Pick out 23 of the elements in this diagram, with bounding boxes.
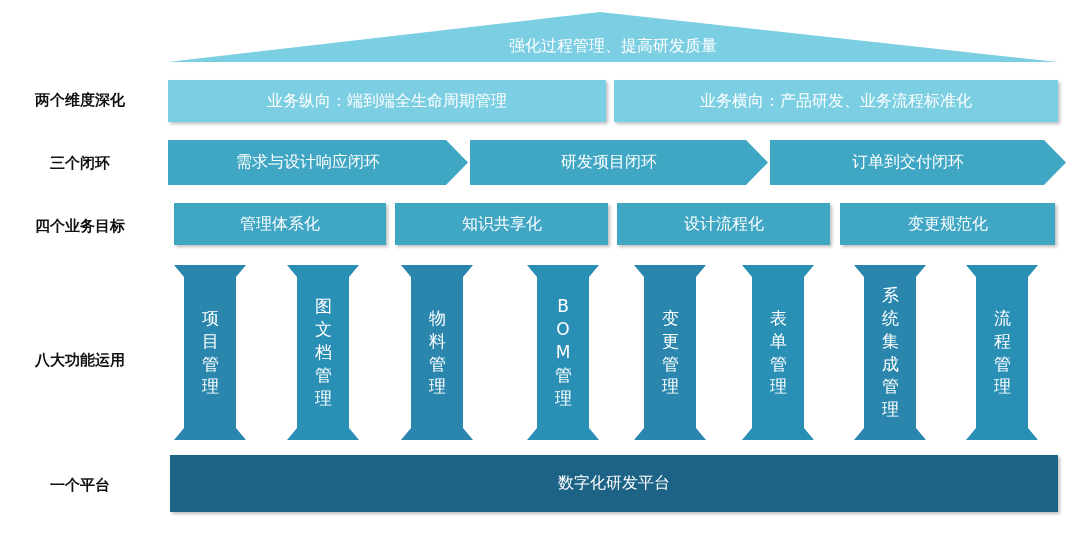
row-heading: 四个业务目标 (35, 216, 125, 236)
banner-bar: 业务纵向：端到端全生命周期管理 (168, 80, 606, 122)
row-heading: 一个平台 (50, 475, 110, 495)
pillar: 流程管理 (966, 265, 1038, 440)
pillar: 变更管理 (634, 265, 706, 440)
goal-box: 设计流程化 (617, 203, 830, 245)
pillar: 图文档管理 (287, 265, 359, 440)
row-heading: 三个闭环 (50, 153, 110, 173)
goal-box: 知识共享化 (395, 203, 608, 245)
goal-box: 变更规范化 (840, 203, 1055, 245)
stage-band: 订单到交付闭环 (770, 140, 1066, 185)
banner-bar: 业务横向：产品研发、业务流程标准化 (614, 80, 1058, 122)
pillar: 物料管理 (401, 265, 473, 440)
row-heading: 八大功能运用 (35, 350, 125, 370)
stage-band: 研发项目闭环 (470, 140, 768, 185)
pillar: 表单管理 (742, 265, 814, 440)
row-heading: 两个维度深化 (35, 90, 125, 110)
platform-bar: 数字化研发平台 (170, 455, 1058, 512)
goal-box: 管理体系化 (174, 203, 386, 245)
pillar: 项目管理 (174, 265, 246, 440)
pillar: 系统集成管理 (854, 265, 926, 440)
stage-band: 需求与设计响应闭环 (168, 140, 468, 185)
pillar: BOM管理 (527, 265, 599, 440)
